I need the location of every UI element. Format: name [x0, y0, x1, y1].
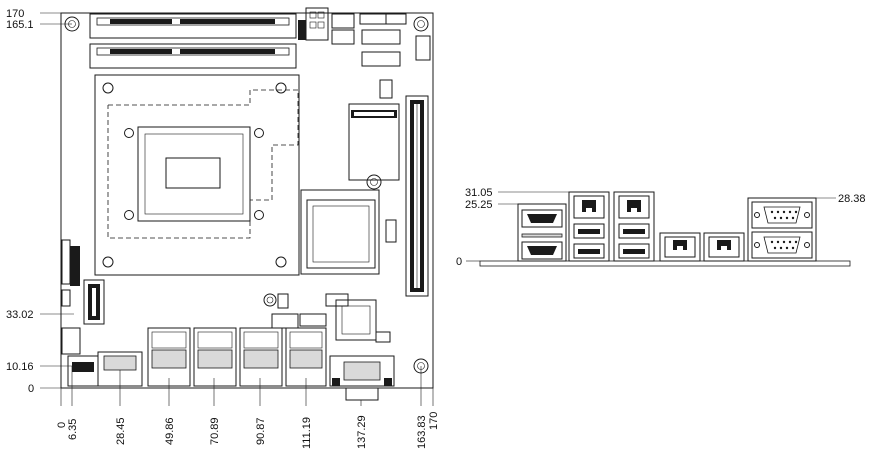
left-dimension-lines: [40, 12, 434, 406]
dim-label-x-6: 6.35: [67, 419, 79, 440]
board-outline: [60, 12, 434, 389]
left-edge-headers: [61, 239, 105, 355]
rear-io-top-view: [67, 327, 395, 401]
dim-label-x-0: 0: [56, 422, 68, 428]
serial-port-stack: [747, 197, 817, 262]
dim-label-28: 28.38: [838, 193, 866, 205]
right-dimension-lines: [466, 191, 836, 262]
rj45-port-3: [659, 232, 701, 262]
dim-label-x-49: 49.86: [164, 417, 176, 445]
chipset: [300, 189, 397, 341]
board-top-view: [60, 7, 434, 401]
dim-label-y-0: 0: [28, 383, 34, 395]
dim-label-0-right: 0: [456, 256, 462, 268]
dim-label-x-28: 28.45: [115, 417, 127, 445]
pcie-slot: [405, 95, 429, 297]
dim-label-x-163: 163.83: [416, 415, 428, 449]
cpu-socket: [94, 74, 300, 276]
dimm-slots: [89, 13, 297, 69]
rear-io-side-view: [479, 191, 851, 267]
hdmi-stack: [517, 203, 567, 262]
dim-label-y-170: 170: [6, 8, 24, 20]
rj45-usb-stack-1: [568, 191, 610, 262]
dim-label-x-111: 111.19: [301, 417, 313, 449]
rj45-usb-stack-2: [613, 191, 655, 262]
dim-label-x-137: 137.29: [356, 415, 368, 449]
dim-label-x-90: 90.87: [255, 417, 267, 445]
dim-label-y-10: 10.16: [6, 361, 34, 373]
dim-label-y-33: 33.02: [6, 309, 34, 321]
right-dimension-labels: 31.05 25.25 28.38 0: [456, 187, 866, 268]
mounting-holes: [64, 16, 429, 374]
dim-label-31: 31.05: [465, 187, 493, 199]
pcb-base: [479, 260, 851, 267]
dim-label-x-170: 170: [428, 412, 440, 430]
rj45-port-4: [703, 232, 745, 262]
left-y-dimension-labels: 170 165.1 33.02 10.16 0: [6, 8, 34, 395]
dim-label-x-70: 70.89: [209, 417, 221, 445]
dim-label-y-165: 165.1: [6, 19, 34, 31]
front-headers: [263, 293, 391, 343]
dim-label-25: 25.25: [465, 199, 493, 211]
left-x-dimension-labels: 0 6.35 28.45 49.86 70.89 90.87 111.19 13…: [56, 412, 440, 449]
top-header-connectors: [298, 7, 431, 99]
m2-slot: [348, 103, 400, 190]
